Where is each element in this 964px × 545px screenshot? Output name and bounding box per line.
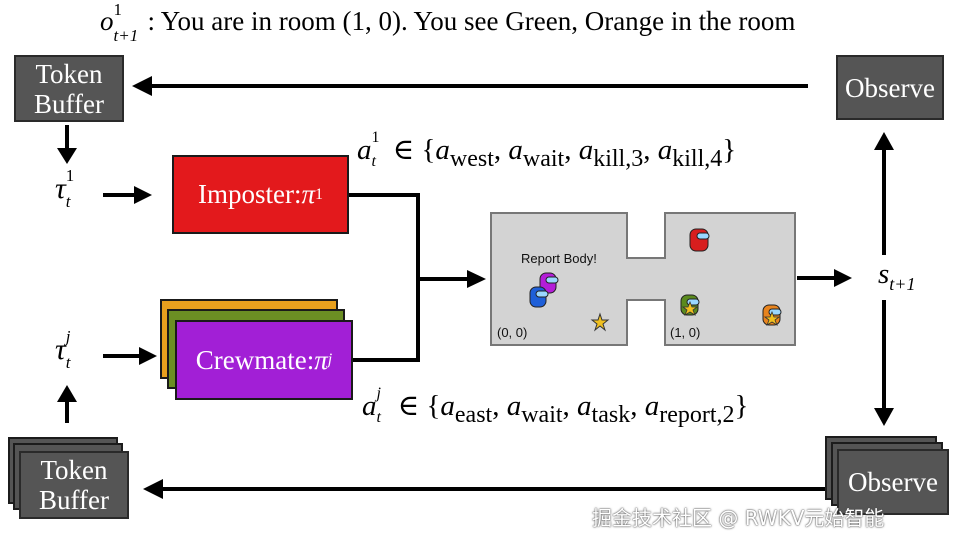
observe-bottom: Observe bbox=[837, 449, 949, 515]
token-buffer-bottom: Token Buffer bbox=[19, 451, 129, 519]
tau-top-symbol: τ bbox=[55, 172, 66, 205]
crewmate-act-0: a bbox=[440, 390, 455, 422]
state-sub: t+1 bbox=[889, 273, 916, 294]
orange-crewmate-icon bbox=[762, 304, 782, 326]
red-imposter-icon bbox=[689, 228, 710, 252]
crewmate-action-symbol: a bbox=[362, 390, 377, 422]
observe-top-label: Observe bbox=[845, 72, 935, 103]
arrowhead-state bbox=[834, 269, 852, 287]
imposter-pi: π bbox=[301, 179, 315, 209]
imposter-act-1-sub: wait bbox=[522, 145, 565, 172]
crewmate-pi: π bbox=[314, 344, 328, 375]
imposter-action-symbol: a bbox=[357, 134, 372, 166]
crewmate-action-sub: t bbox=[376, 409, 381, 426]
green-crewmate-icon bbox=[680, 294, 700, 316]
observation-symbol: o bbox=[100, 6, 114, 36]
arrowhead-buffer-bottom bbox=[143, 479, 163, 499]
tau-top-sup: 1 bbox=[65, 166, 75, 185]
map-room-right: (1, 0) bbox=[670, 325, 701, 340]
arrowhead-env bbox=[467, 270, 486, 288]
map-room-left: (0, 0) bbox=[497, 325, 528, 340]
state-label: st+1 bbox=[878, 258, 915, 295]
arrowhead-imposter bbox=[134, 186, 152, 204]
tau-top-sub: t bbox=[65, 192, 71, 211]
arrowhead-observe-bottom bbox=[874, 408, 894, 426]
imposter-sup: 1 bbox=[315, 185, 323, 203]
crewmate-action-sup: j bbox=[376, 385, 381, 402]
tau-bottom-sup: j bbox=[65, 327, 71, 346]
imposter-action-sup: 1 bbox=[371, 129, 380, 146]
observe-bottom-label: Observe bbox=[848, 467, 938, 497]
crewmate-act-2-sub: task bbox=[591, 401, 631, 428]
imposter-act-2: a bbox=[578, 134, 594, 166]
imposter-act-2-sub: kill,3 bbox=[593, 145, 644, 172]
token-buffer-top: Token Buffer bbox=[14, 55, 124, 122]
crewmate-act-3: a bbox=[644, 390, 660, 422]
crewmate-act-2: a bbox=[577, 390, 592, 422]
imposter-label: Imposter: bbox=[197, 179, 302, 209]
imposter-act-0: a bbox=[435, 134, 450, 166]
arrowhead-tau-bottom bbox=[57, 385, 77, 402]
task-star-icon bbox=[590, 312, 610, 332]
state-symbol: s bbox=[878, 258, 890, 290]
tau-bottom-sub: t bbox=[65, 353, 71, 372]
crewmate-act-0-sub: east bbox=[454, 401, 493, 428]
imposter-act-3-sub: kill,4 bbox=[672, 145, 723, 172]
map-floor bbox=[490, 212, 796, 346]
crewmate-act-1: a bbox=[506, 390, 522, 422]
crewmate-label: Crewmate: bbox=[195, 344, 315, 375]
arrowhead-crewmate bbox=[139, 347, 157, 365]
arrowhead-buffer-top bbox=[132, 76, 152, 96]
imposter-act-3: a bbox=[657, 134, 673, 166]
crewmate-sup: j bbox=[327, 351, 333, 368]
crewmate-act-3-sub: report,2 bbox=[659, 401, 735, 428]
tau-bottom-symbol: τ bbox=[55, 333, 66, 366]
token-buffer-top-label: Token Buffer bbox=[34, 58, 104, 119]
imposter-act-0-sub: west bbox=[449, 145, 494, 172]
observation-sup: 1 bbox=[113, 0, 123, 19]
crewmate-act-1-sub: wait bbox=[521, 401, 563, 428]
arrowhead-tau-top bbox=[57, 148, 77, 164]
observation-sub: t+1 bbox=[113, 26, 139, 45]
observation-text: You are in room (1, 0). You see Green, O… bbox=[160, 6, 796, 36]
arrowhead-observe-top bbox=[874, 132, 894, 150]
blue-crewmate-icon bbox=[529, 286, 549, 308]
imposter-act-1: a bbox=[508, 134, 523, 166]
imposter-action-sub: t bbox=[371, 153, 376, 170]
map-report-label: Report Body! bbox=[521, 251, 597, 266]
watermark: 掘金技术社区 @ RWKV元始智能 bbox=[592, 506, 885, 530]
observe-top: Observe bbox=[836, 55, 944, 120]
token-buffer-bottom-label: Token Buffer bbox=[39, 455, 109, 515]
